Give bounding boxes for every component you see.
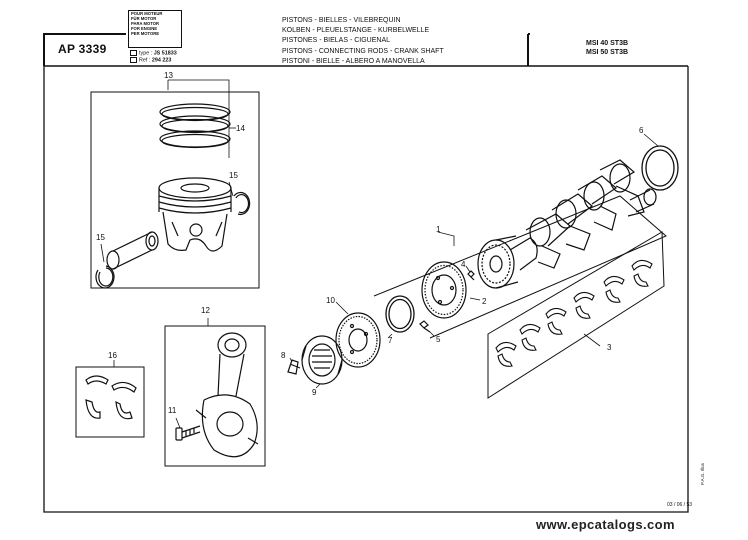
callout-11: 11: [168, 406, 177, 415]
motor-line: FÜR MOTOR: [131, 16, 157, 21]
ref-label: Ref :: [139, 57, 151, 64]
engine-type-row: type : JS 51833: [130, 50, 177, 56]
piston-group-box: [90, 91, 260, 289]
callout-10: 10: [326, 296, 335, 305]
callout-15-right: 15: [229, 171, 238, 180]
model-item: MSI 50 ST3B: [586, 49, 629, 56]
callout-12: 12: [201, 306, 210, 315]
pulley-gear-10: [335, 312, 381, 368]
damper-pulley-9: [301, 335, 343, 385]
revision-date: 03 / 06 / 53: [667, 502, 693, 508]
motor-line: POUR MOTEUR: [131, 11, 163, 16]
rod-bolt: [175, 425, 201, 441]
callout-7: 7: [388, 336, 393, 345]
connecting-rod-box: [164, 325, 266, 467]
callout-14: 14: [236, 124, 245, 133]
checkbox-icon: [130, 57, 137, 63]
model-list: MSI 40 ST3B MSI 50 ST3B: [586, 39, 628, 57]
callout-3: 3: [607, 343, 612, 352]
watermark: www.epcatalogs.com: [536, 517, 675, 532]
callout-2: 2: [482, 297, 487, 306]
ring-gear: [421, 261, 467, 319]
main-leaders: [289, 133, 659, 389]
bearing-box: [75, 366, 145, 438]
piston-pin: [106, 231, 159, 270]
piston: [158, 177, 232, 252]
rod-leaders: [175, 318, 209, 429]
callout-16: 16: [108, 351, 117, 360]
engine-ref-row: Ref : 294 223: [130, 57, 171, 63]
crank-seal: [641, 145, 679, 191]
ref-value: 294 223: [151, 57, 172, 64]
connecting-rod: [195, 332, 259, 458]
checkbox-icon: [130, 50, 137, 56]
motor-line: PARA MOTOR: [131, 21, 160, 26]
title-en: PISTONS - CONNECTING RODS - CRANK SHAFT: [282, 47, 444, 55]
callout-8: 8: [281, 351, 286, 360]
piston-rings: [159, 103, 231, 149]
ap-code: AP 3339: [58, 42, 107, 56]
callout-6: 6: [639, 126, 644, 135]
callout-5: 5: [436, 335, 441, 344]
circlips: [95, 191, 251, 289]
model-item: MSI 40 ST3B: [586, 40, 629, 47]
type-value: JS 51833: [153, 50, 177, 57]
multilingual-titles: PISTONS - BIELLES - VILEBREQUIN KOLBEN -…: [282, 16, 444, 67]
title-de: KOLBEN - PLEUELSTANGE - KURBELWELLE: [282, 27, 430, 35]
callout-13: 13: [164, 71, 173, 80]
callout-1: 1: [436, 225, 441, 234]
big-end-bearings: [85, 375, 137, 420]
crankshaft: [509, 159, 657, 271]
callout-15-left: 15: [96, 233, 105, 242]
motor-line: PER MOTORE: [131, 31, 160, 36]
callout-9: 9: [312, 388, 317, 397]
piston-leaders: [100, 79, 236, 263]
main-bearings-box: [487, 231, 665, 399]
small-parts: [287, 270, 475, 375]
main-bearing-shells: [495, 259, 653, 367]
crankshaft-outline: [373, 195, 667, 339]
motor-label-box: POUR MOTEUR FÜR MOTOR PARA MOTOR FOR ENG…: [128, 10, 182, 48]
side-note: P.A.G. Illus: [700, 463, 705, 485]
callout-4: 4: [461, 260, 466, 269]
type-label: type :: [139, 50, 153, 57]
header-frame: [43, 33, 689, 513]
title-es: PISTONES - BIELAS - CIGUENAL: [282, 37, 391, 45]
title-fr: PISTONS - BIELLES - VILEBREQUIN: [282, 17, 401, 24]
motor-line: FOR ENGINE: [131, 26, 158, 31]
title-it: PISTONI - BIELLE - ALBERO A MANOVELLA: [282, 57, 425, 65]
crank-gear: [477, 235, 519, 289]
ring-seal-7: [385, 295, 415, 333]
